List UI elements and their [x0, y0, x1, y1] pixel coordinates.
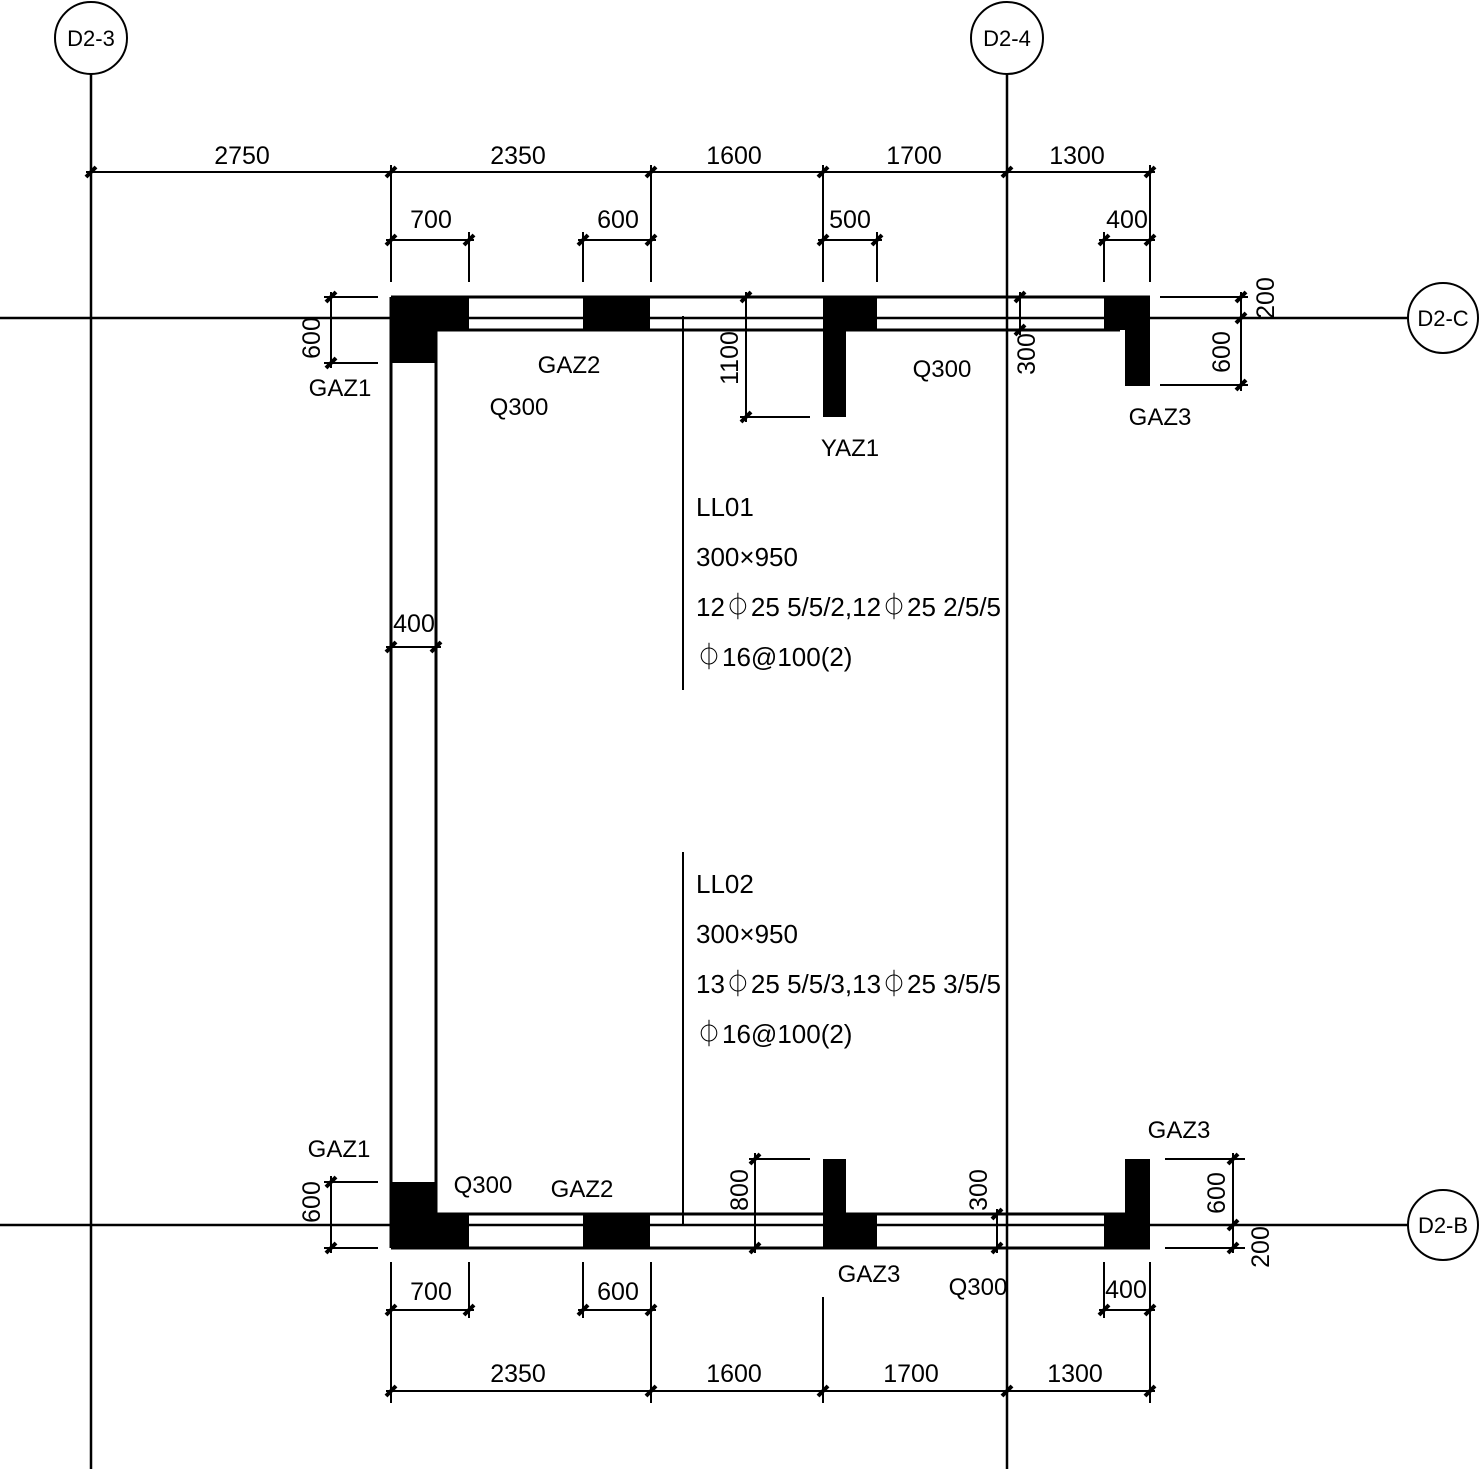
ll02-size: 300×950	[696, 919, 798, 949]
dim-top-right-200: 200	[1252, 277, 1280, 319]
axis-label-d2-c: D2-C	[1417, 306, 1468, 331]
dim-wall-400: 400	[393, 610, 435, 638]
label-yaz1: YAZ1	[821, 435, 879, 462]
label-gaz2-bottom: GAZ2	[551, 1176, 614, 1203]
dim-top-2750: 2750	[214, 142, 270, 170]
label-q300-bottom-left: Q300	[454, 1172, 513, 1199]
dimension-ticks	[84, 165, 1248, 1398]
dim-bottom-wall-300: 300	[965, 1169, 993, 1211]
dim-top-600: 600	[597, 206, 639, 234]
element-labels: GAZ1 GAZ2 Q300 YAZ1 Q300 GAZ3 GAZ1 Q300 …	[308, 352, 1211, 1301]
label-q300-top-right: Q300	[913, 356, 972, 383]
ll01-name: LL01	[696, 492, 754, 522]
column-gaz1-top	[391, 296, 469, 363]
dim-top-1600: 1600	[706, 142, 762, 170]
label-gaz3-bottom-mid: GAZ3	[838, 1261, 901, 1288]
ll02-stirrup: ⏀16@100(2)	[696, 1019, 852, 1049]
dim-top-right-600: 600	[1208, 331, 1236, 373]
label-gaz3-bottom-right: GAZ3	[1148, 1117, 1211, 1144]
ll01-rebar: 12⏀25 5/5/2,12⏀25 2/5/5	[696, 592, 1001, 622]
column-gaz3-top	[1104, 296, 1150, 386]
columns	[391, 296, 1150, 1249]
label-q300-bottom-right: Q300	[949, 1274, 1008, 1301]
dim-left-top-600: 600	[298, 317, 326, 359]
dim-left-bottom-600: 600	[298, 1181, 326, 1223]
axis-label-d2-4: D2-4	[983, 26, 1031, 51]
dim-bottom-right-200: 200	[1247, 1226, 1275, 1268]
ll01-stirrup: ⏀16@100(2)	[696, 642, 852, 672]
ll01-size: 300×950	[696, 542, 798, 572]
dim-top-700: 700	[410, 206, 452, 234]
label-gaz3-top: GAZ3	[1129, 404, 1192, 431]
dimension-lines	[86, 165, 1248, 1403]
axis-label-d2-3: D2-3	[67, 26, 115, 51]
dim-bottom-1600: 1600	[706, 1360, 762, 1388]
dim-bottom-600: 600	[597, 1278, 639, 1306]
dim-bottom-700: 700	[410, 1278, 452, 1306]
column-gaz1-bottom	[391, 1182, 469, 1249]
dim-top-400: 400	[1106, 206, 1148, 234]
axis-grid	[0, 74, 1408, 1469]
column-gaz2-bottom	[583, 1214, 650, 1249]
beam-notes: LL01 300×950 12⏀25 5/5/2,12⏀25 2/5/5 ⏀16…	[696, 492, 1001, 1049]
dim-top-beam-1100: 1100	[716, 331, 744, 385]
dim-bottom-2350: 2350	[490, 1360, 546, 1388]
dim-bottom-400: 400	[1105, 1276, 1147, 1304]
label-q300-top-left: Q300	[490, 394, 549, 421]
label-gaz1-bottom: GAZ1	[308, 1136, 371, 1163]
dim-bottom-1700: 1700	[883, 1360, 939, 1388]
axis-bubble-d2-b	[1407, 1189, 1479, 1261]
dim-bottom-beam-800: 800	[726, 1169, 754, 1211]
axis-bubble-d2-c	[1407, 282, 1479, 354]
label-gaz1-top: GAZ1	[309, 375, 372, 402]
axis-bubble-d2-4	[970, 1, 1044, 75]
label-gaz2-top: GAZ2	[538, 352, 601, 379]
column-gaz2-top	[583, 296, 650, 330]
dim-top-2350: 2350	[490, 142, 546, 170]
column-yaz1	[823, 296, 877, 417]
dimension-text: 2750 2350 1600 1700 1300 700 600 500 400…	[214, 142, 1280, 1388]
dim-bottom-1300: 1300	[1047, 1360, 1103, 1388]
axis-label-d2-b: D2-B	[1418, 1213, 1468, 1238]
dim-bottom-right-600: 600	[1203, 1172, 1231, 1214]
dim-top-500: 500	[829, 206, 871, 234]
column-gaz3-bottom-right	[1104, 1159, 1150, 1249]
column-gaz3-bottom-mid	[823, 1159, 877, 1249]
wall-outlines	[389, 295, 1150, 1250]
axis-bubble-d2-3	[54, 1, 128, 75]
axis-bubbles	[54, 1, 1479, 1261]
dim-top-wall-300: 300	[1013, 333, 1041, 375]
ll02-name: LL02	[696, 869, 754, 899]
dim-top-1300: 1300	[1049, 142, 1105, 170]
dim-top-1700: 1700	[886, 142, 942, 170]
ll02-rebar: 13⏀25 5/5/3,13⏀25 3/5/5	[696, 969, 1001, 999]
